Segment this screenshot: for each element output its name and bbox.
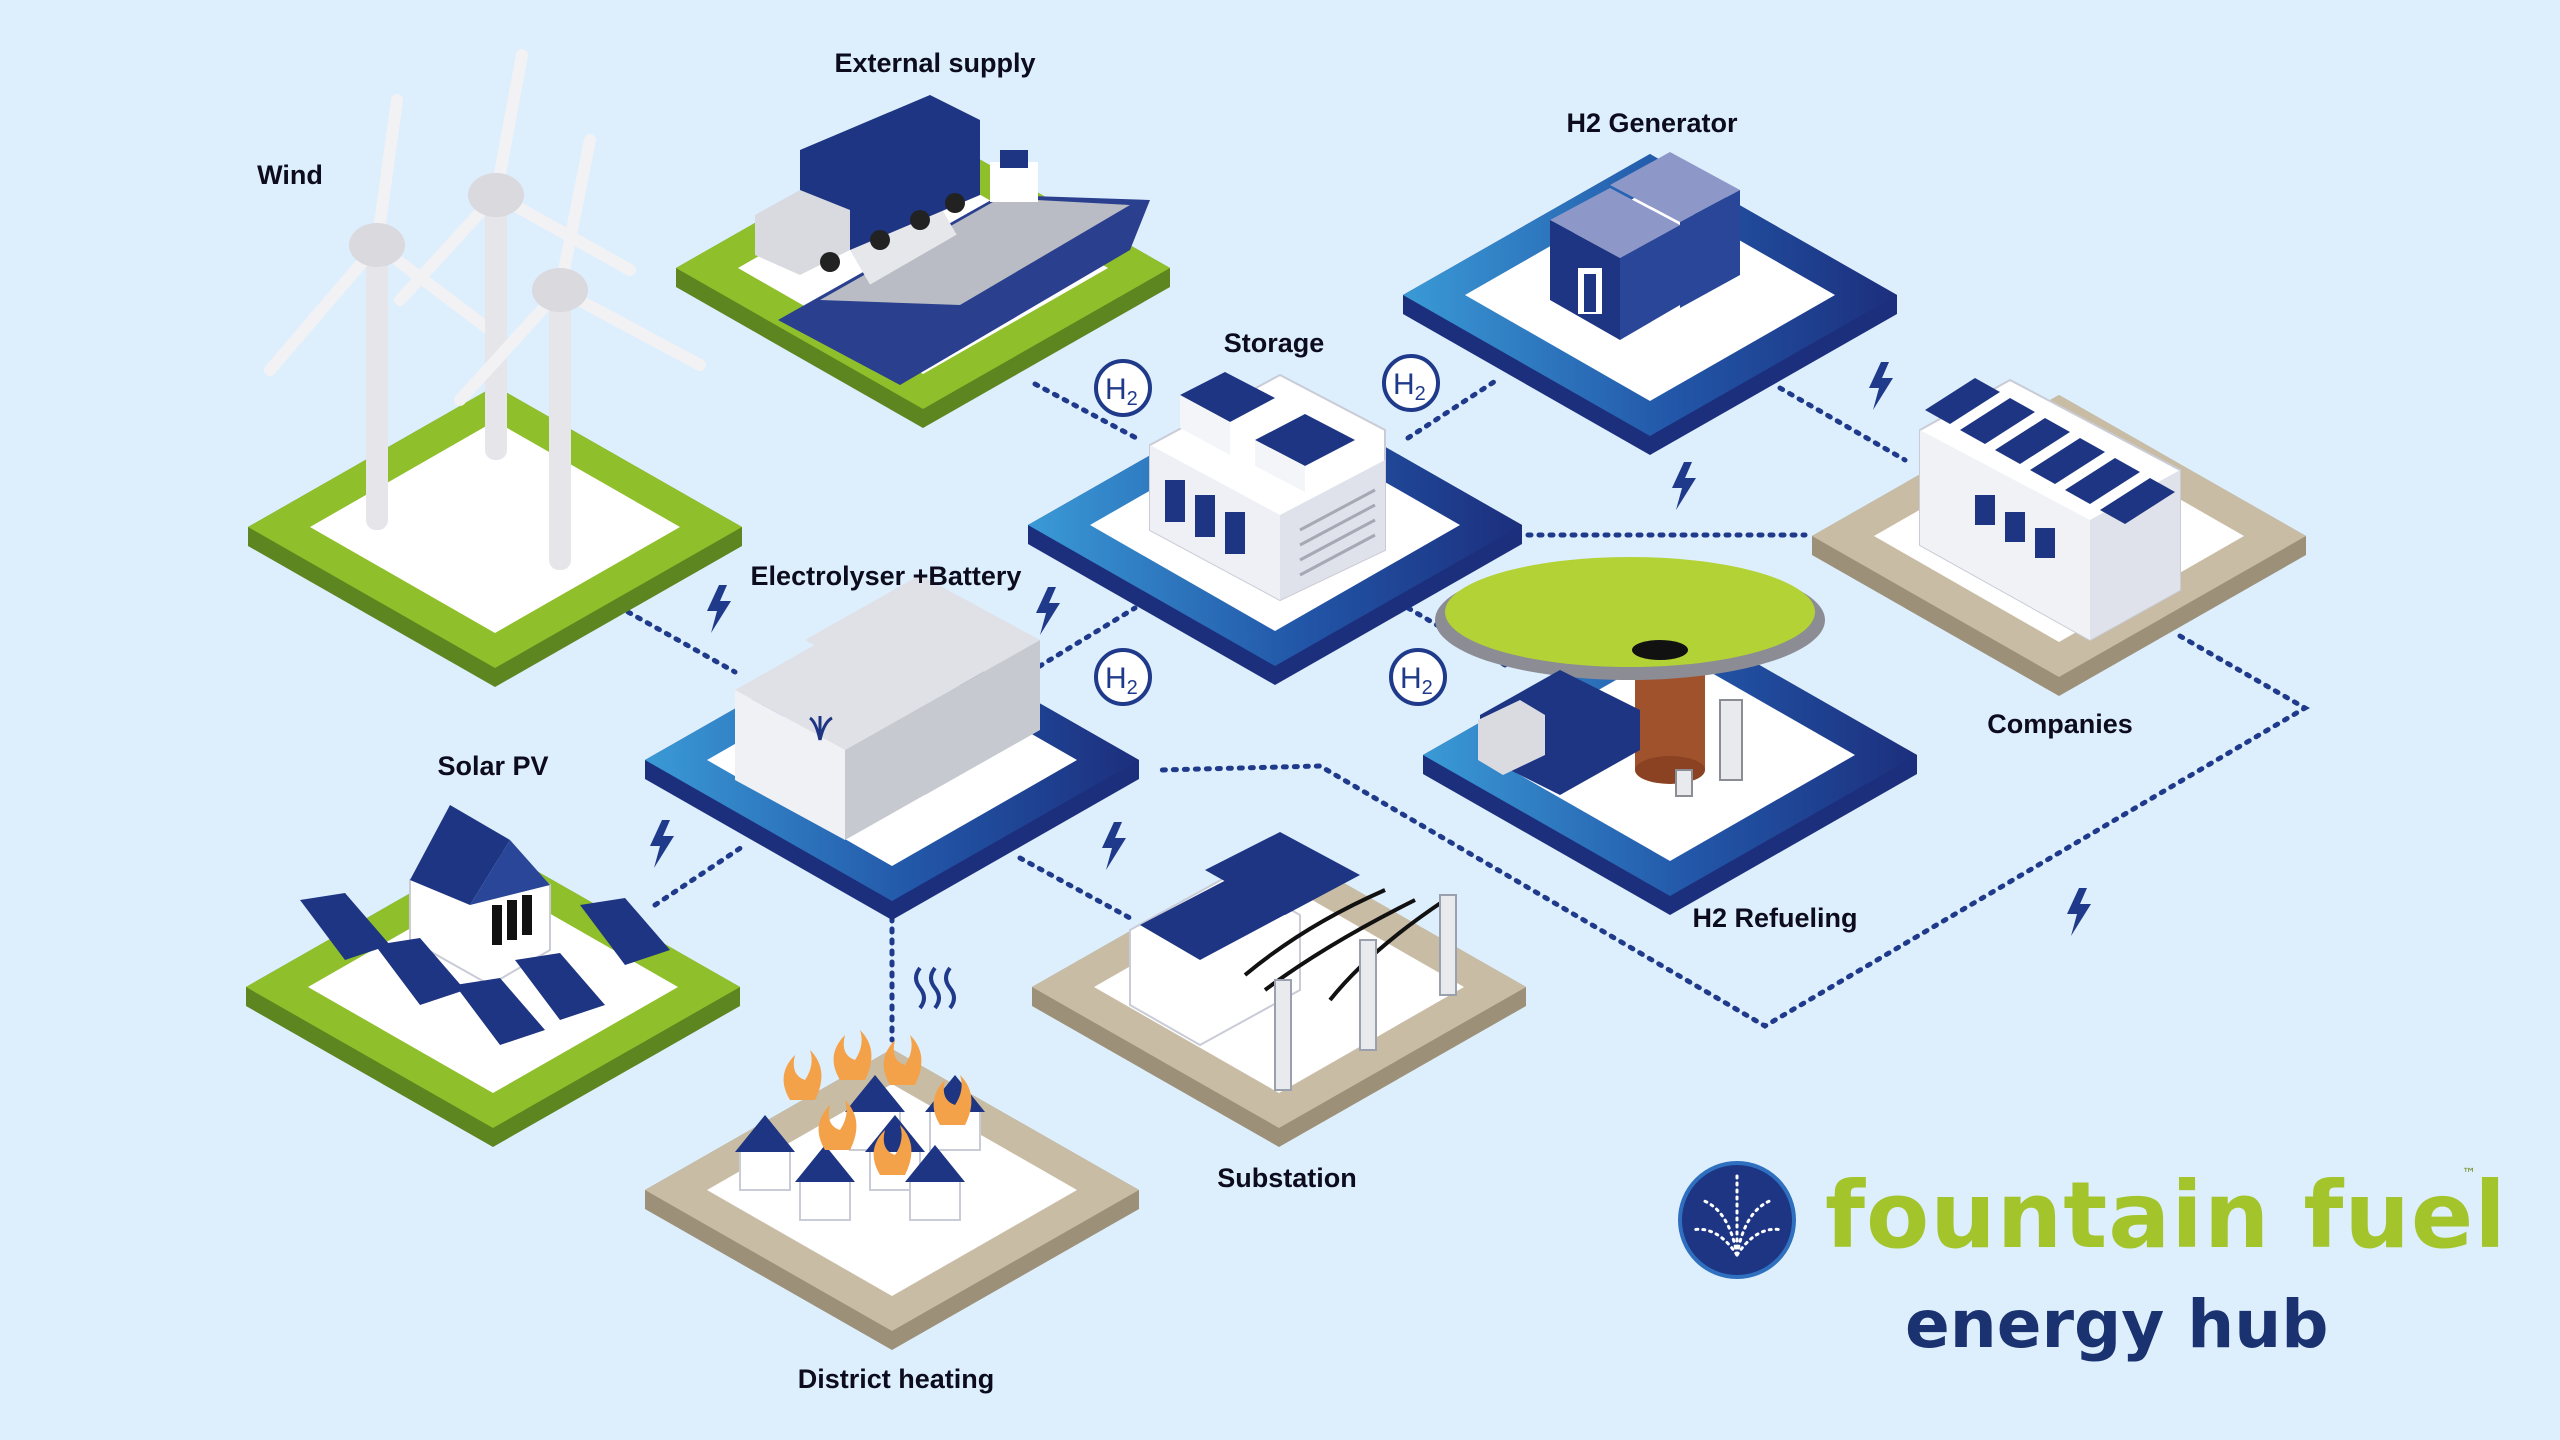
h2-badge-label: H: [1393, 368, 1415, 401]
district-heating-houses: [735, 1030, 985, 1221]
lightning-icon: [1036, 587, 1060, 635]
h2-badge-icon: [1389, 648, 1447, 706]
svg-text:H2: H2: [1105, 373, 1138, 410]
solar-pv-array: [300, 805, 670, 1045]
lightning-icon: [1102, 822, 1126, 870]
storage-building: [1149, 372, 1386, 602]
node-label-h2-refueling: H2 Refueling: [1692, 903, 1858, 933]
connector-generator-companies: [1777, 385, 1908, 463]
h2-badges: [1094, 354, 1447, 706]
h2-badge-sub: 2: [1127, 677, 1138, 699]
h2-badge-icon: [1094, 359, 1152, 417]
node-label-h2-generator: H2 Generator: [1566, 108, 1738, 138]
lightning-icon: [1672, 462, 1696, 510]
h2-badge-sub: 2: [1415, 383, 1426, 405]
substation-equipment: [1129, 832, 1457, 1091]
fountain-fuel-logo-icon: [1678, 1161, 1796, 1279]
connector-companies-loop: [1157, 633, 2310, 1029]
truck-and-ship: [755, 95, 1150, 385]
node-label-solar-pv: Solar PV: [437, 751, 549, 781]
connector-electrolyser-substation: [1017, 855, 1133, 921]
h2-badge-sub: 2: [1422, 677, 1433, 699]
h2-badge-sub: 2: [1127, 388, 1138, 410]
district-heating-platform: [645, 1049, 1139, 1350]
node-label-storage: Storage: [1223, 328, 1325, 358]
h2-refueling-station: [1435, 557, 1825, 797]
node-label-external-supply: External supply: [834, 48, 1036, 78]
heat-waves-icon: [914, 966, 956, 1010]
node-label-electrolyser-battery: Electrolyser +Battery: [750, 561, 1022, 591]
node-label-substation: Substation: [1217, 1163, 1357, 1193]
brand-trademark: ™: [2462, 1166, 2476, 1182]
h2-badge-text: H2 H2 H2 H2: [1105, 368, 1433, 699]
connector-supply-storage: [1032, 381, 1143, 443]
lightning-icons: [650, 362, 2091, 936]
companies-factory: [1919, 378, 2181, 642]
node-label-district-heating: District heating: [797, 1364, 995, 1394]
wind-turbine: [454, 134, 706, 570]
lightning-icon: [650, 820, 674, 868]
svg-text:H2: H2: [1105, 662, 1138, 699]
connector-electrolyser-storage: [1027, 605, 1138, 675]
node-label-wind: Wind: [257, 160, 323, 190]
lightning-icon: [2067, 888, 2091, 936]
lightning-icon: [1869, 362, 1893, 410]
h2-generator-units: [1550, 152, 1740, 340]
connector-solar-electrolyser: [652, 842, 748, 908]
wind-turbine: [264, 94, 496, 530]
brand-name: fountain fuel: [1825, 1162, 2507, 1269]
h2-badge-label: H: [1105, 662, 1127, 695]
lightning-icon: [707, 585, 731, 633]
h2-badge-icon: [1094, 648, 1152, 706]
svg-text:H2: H2: [1400, 662, 1433, 699]
h2-badge-icon: [1382, 354, 1440, 412]
h2-badge-label: H: [1105, 373, 1127, 406]
node-label-companies: Companies: [1987, 709, 2133, 739]
h2-badge-label: H: [1400, 662, 1422, 695]
brand-subtitle: energy hub: [1905, 1286, 2329, 1363]
electrolyser-containers: [735, 575, 1040, 840]
connector-storage-generator: [1405, 375, 1503, 441]
connector-wind-electrolyser: [625, 609, 738, 675]
wind-turbine: [394, 49, 636, 460]
wind-turbines: [264, 49, 706, 570]
svg-text:H2: H2: [1393, 368, 1426, 405]
